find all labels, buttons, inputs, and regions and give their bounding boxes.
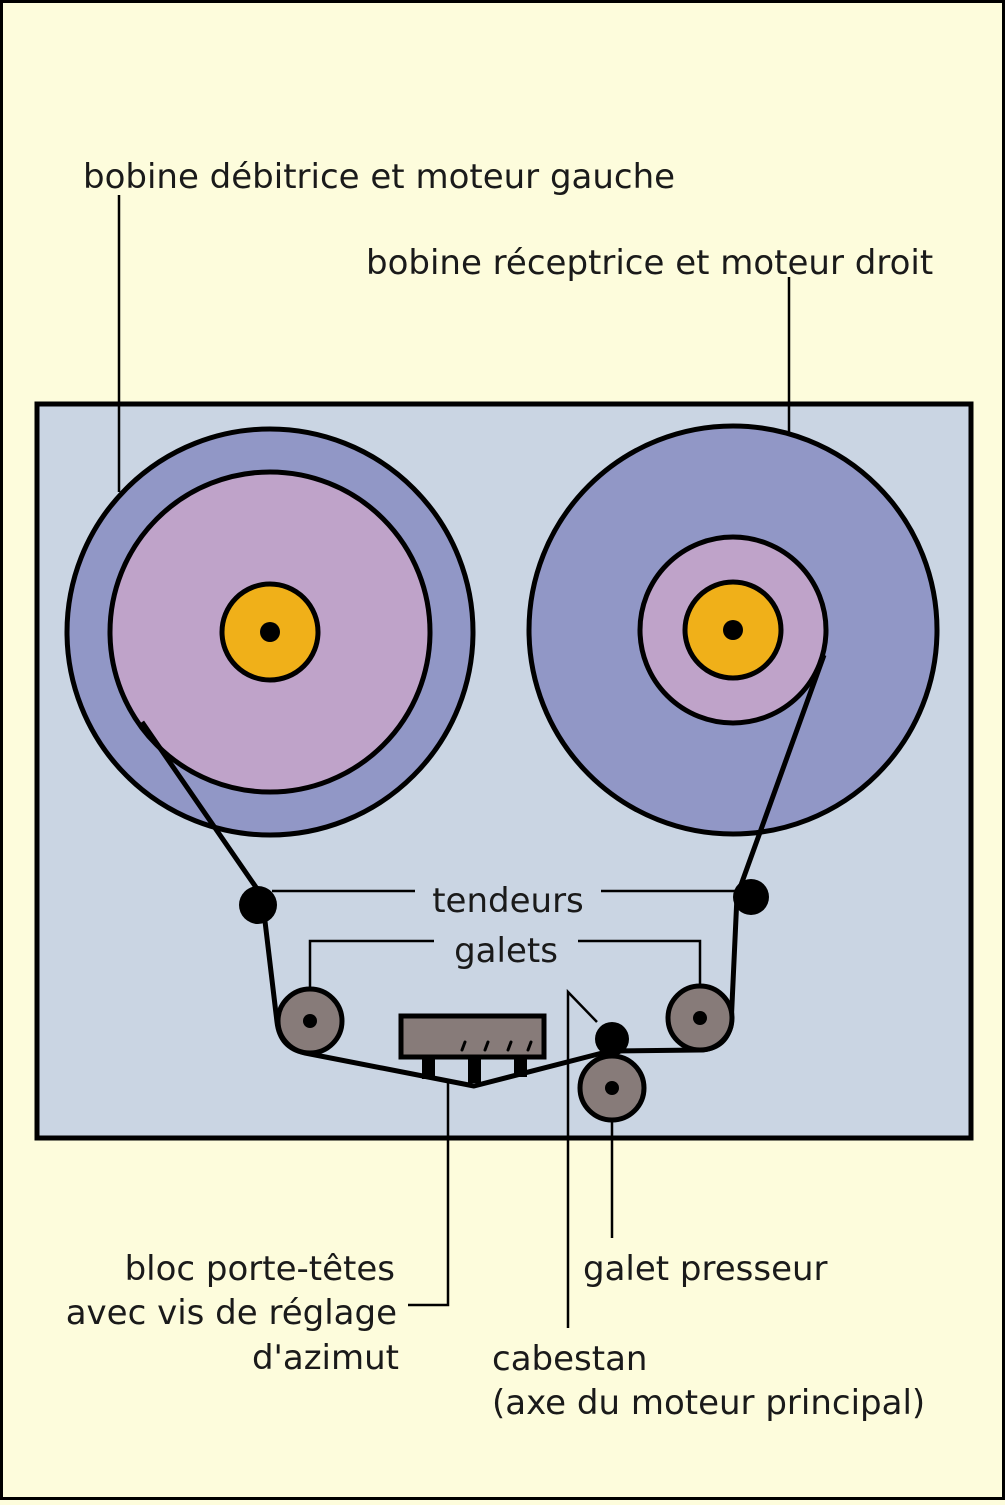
label-right-reel: bobine réceptrice et moteur droit <box>366 243 933 283</box>
left-reel <box>64 426 476 838</box>
label-rollers: galets <box>454 931 558 971</box>
label-pinch-roller: galet presseur <box>583 1249 828 1289</box>
leader-roller-right <box>578 939 702 986</box>
head-block <box>398 1013 547 1083</box>
label-head-block-line3: d'azimut <box>252 1338 399 1378</box>
right-reel-spindle <box>723 620 743 640</box>
leader-lines <box>117 195 791 1328</box>
label-tensioners: tendeurs <box>432 881 584 921</box>
label-capstan-line1: cabestan <box>492 1339 647 1379</box>
right-reel <box>526 423 940 837</box>
label-head-block-line1: bloc porte-têtes <box>125 1249 395 1289</box>
left-reel-spindle <box>260 622 280 642</box>
pinch-roller <box>577 1053 647 1123</box>
right-guide-roller <box>665 983 735 1053</box>
right-tensioner <box>733 879 769 915</box>
head-block-foot-center <box>468 1057 481 1083</box>
capstan <box>595 1022 629 1056</box>
head-block-foot-left <box>422 1057 435 1079</box>
head-block-body <box>398 1013 547 1060</box>
label-head-block-line2: avec vis de réglage <box>66 1293 397 1333</box>
leader-capstan <box>566 988 598 1328</box>
azimuth-screws <box>460 1040 533 1052</box>
left-guide-roller <box>275 986 345 1056</box>
leader-head-block <box>408 1083 450 1307</box>
label-capstan-line2: (axe du moteur principal) <box>492 1383 925 1423</box>
label-left-reel: bobine débitrice et moteur gauche <box>83 157 675 197</box>
left-tensioner <box>239 886 277 924</box>
leader-roller-left <box>308 939 434 988</box>
